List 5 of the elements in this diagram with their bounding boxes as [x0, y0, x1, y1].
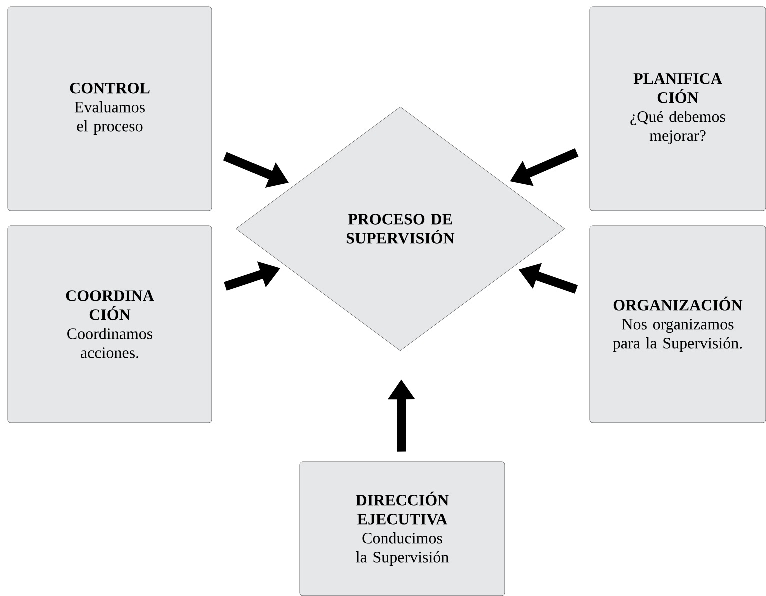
process-box: COORDINA CIÓN Coordinamos acciones. [8, 226, 212, 424]
process-box: CONTROL Evaluamos el proceso [8, 6, 212, 212]
process-box: DIRECCIÓN EJECUTIVA Conducimos la Supervisión [300, 462, 506, 596]
process-box: PLANIFICA CIÓN ¿Qué debemos mejorar? [590, 6, 766, 212]
process-box: ORGANIZACIÓN Nos organizamos para la Supervisión. [590, 226, 766, 424]
